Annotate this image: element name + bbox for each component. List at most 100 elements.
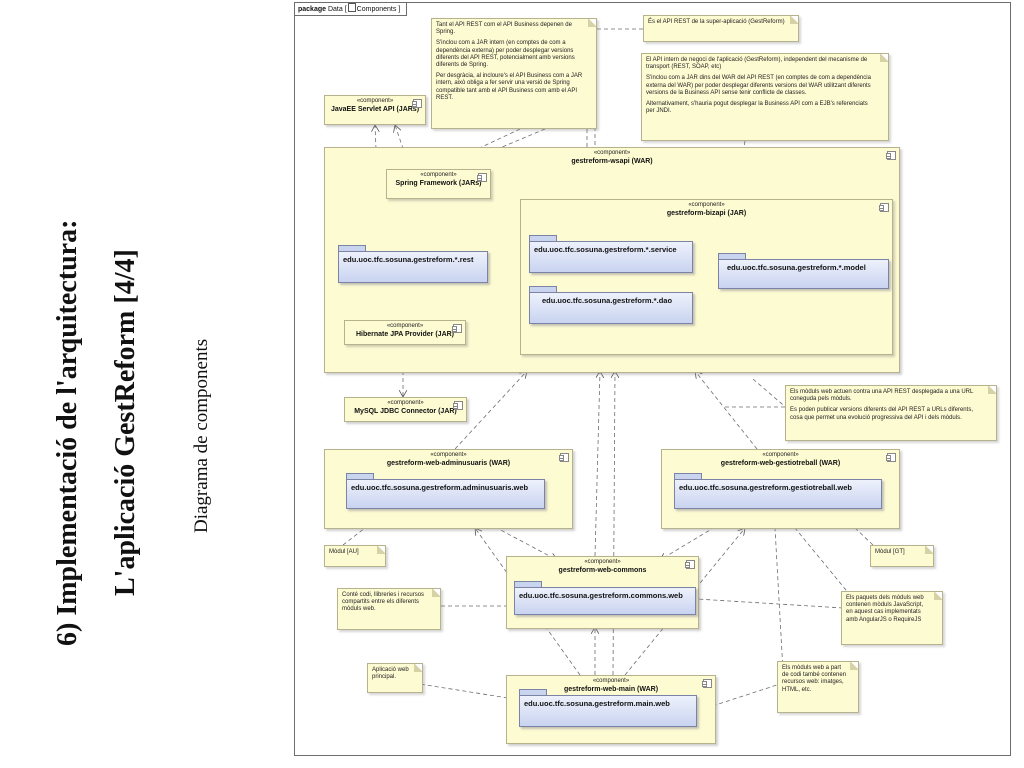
stereotype-label: «component» — [592, 678, 630, 684]
note-main: Aplicació web principal. — [367, 663, 423, 693]
component-icon — [685, 560, 695, 569]
package-body: edu.uoc.tfc.sosuna.gestreform.commons.we… — [514, 587, 696, 615]
slide-title-line2: L'aplicació GestReform [4/4] — [110, 249, 141, 596]
package-tab — [338, 245, 366, 252]
component-name: gestreform-web-gestiotreball (WAR) — [720, 460, 841, 467]
stereotype-label: «component» — [387, 400, 424, 406]
note-js-modules: Els paquets dels mòduls web contenen mòd… — [841, 591, 943, 645]
slide-subtitle: Diagrama de components — [191, 338, 212, 533]
package-service[interactable]: edu.uoc.tfc.sosuna.gestreform.*.service — [529, 235, 693, 273]
component-name: Hibernate JPA Provider (JAR) — [355, 331, 455, 338]
note-link-res-1 — [774, 527, 784, 672]
note-modul-gt-text: Mòdul [GT] — [875, 549, 905, 555]
package-body: edu.uoc.tfc.sosuna.gestreform.*.service — [529, 241, 693, 273]
component-name: gestreform-web-main (WAR) — [563, 686, 659, 693]
package-body: edu.uoc.tfc.sosuna.gestreform.gestiotreb… — [674, 479, 882, 509]
component-name: gestreform-bizapi (JAR) — [666, 210, 747, 217]
component-spring-framework[interactable]: «component» Spring Framework (JARs) — [386, 169, 491, 199]
package-name: edu.uoc.tfc.sosuna.gestreform.*.dao — [542, 296, 673, 305]
diagram-frame: package Data [Components ] — [294, 2, 1011, 756]
package-tab — [674, 473, 702, 480]
note-spring-p3: Per desgràcia, al incloure's el API Busi… — [436, 73, 583, 101]
stereotype-label: «component» — [430, 452, 467, 458]
component-icon — [702, 679, 712, 688]
component-name: Spring Framework (JARs) — [395, 180, 482, 187]
stereotype-label: «component» — [688, 202, 725, 208]
package-name: edu.uoc.tfc.sosuna.gestreform.gestiotreb… — [679, 483, 852, 492]
component-mysql[interactable]: «component» MySQL JDBC Connector (JAR) — [344, 397, 467, 422]
link-gestio-wsapi — [695, 371, 758, 450]
package-name: edu.uoc.tfc.sosuna.gestreform.main.web — [524, 699, 670, 708]
stereotype-label: «component» — [584, 559, 621, 565]
note-link-au — [342, 527, 366, 546]
package-tab — [529, 235, 557, 242]
package-body: edu.uoc.tfc.sosuna.gestreform.adminusuar… — [346, 479, 545, 509]
package-tab — [346, 473, 374, 480]
package-rest[interactable]: edu.uoc.tfc.sosuna.gestreform.*.rest — [338, 245, 488, 283]
package-tab — [718, 253, 746, 260]
package-adminusuaris[interactable]: edu.uoc.tfc.sosuna.gestreform.adminusuar… — [346, 473, 545, 509]
package-name: edu.uoc.tfc.sosuna.gestreform.commons.we… — [519, 591, 683, 600]
note-bizapi-p1: El API intern de negoci de l'aplicació (… — [646, 57, 868, 71]
note-resources-text: Els mòduls web a part de codi també cont… — [782, 665, 847, 693]
component-icon — [879, 203, 889, 212]
component-hibernate[interactable]: «component» Hibernate JPA Provider (JAR) — [344, 320, 466, 345]
component-icon — [412, 99, 422, 108]
note-modul-gt: Mòdul [GT] — [870, 545, 934, 567]
component-name: gestreform-web-commons — [558, 567, 647, 574]
component-icon — [886, 453, 896, 462]
frame-tab-diagram: Components — [356, 6, 397, 13]
link-commons-wsapi — [594, 371, 600, 557]
diagram-icon — [347, 3, 356, 12]
note-link-js-2 — [696, 598, 844, 609]
note-bizapi-p2: S'inclou com a JAR dins del WAR del API … — [646, 75, 871, 96]
stereotype-label: «component» — [386, 323, 424, 329]
package-body: edu.uoc.tfc.sosuna.gestreform.*.rest — [338, 251, 488, 283]
note-modul-au-text: Mòdul [AU] — [329, 549, 359, 555]
note-bizapi: El API intern de negoci de l'aplicació (… — [641, 53, 889, 141]
package-body: edu.uoc.tfc.sosuna.gestreform.*.dao — [529, 292, 693, 324]
component-icon — [559, 453, 569, 462]
component-name: JavaEE Servlet API (JARs) — [330, 106, 420, 113]
note-modul-au: Mòdul [AU] — [324, 545, 386, 567]
note-commons: Conté codi, llibreries i recursos compar… — [337, 588, 441, 630]
note-spring-p1: Tant el API REST com el API Business dep… — [436, 22, 572, 36]
package-model[interactable]: edu.uoc.tfc.sosuna.gestreform.*.model — [718, 253, 889, 289]
package-commons[interactable]: edu.uoc.tfc.sosuna.gestreform.commons.we… — [514, 581, 696, 615]
frame-name: Data — [327, 6, 343, 13]
stereotype-label: «component» — [762, 452, 799, 458]
slide-title-line1: 6) Implementació de l'arquitectura: — [52, 219, 83, 646]
note-superapp: És el API REST de la super-aplicació (Ge… — [643, 15, 799, 42]
package-body: edu.uoc.tfc.sosuna.gestreform.main.web — [519, 695, 697, 727]
package-name: edu.uoc.tfc.sosuna.gestreform.*.rest — [343, 255, 474, 264]
package-dao[interactable]: edu.uoc.tfc.sosuna.gestreform.*.dao — [529, 286, 693, 324]
note-spring-p2: S'inclou com a JAR intern (en comptes de… — [436, 40, 575, 69]
stereotype-label: «component» — [420, 172, 457, 178]
package-name: edu.uoc.tfc.sosuna.gestreform.*.service — [534, 245, 677, 254]
note-bizapi-p3: Alternativament, s'hauria pogut desplega… — [646, 101, 868, 115]
component-javaee-servlet[interactable]: «component» JavaEE Servlet API (JARs) — [324, 95, 426, 125]
stereotype-label: «component» — [593, 150, 631, 156]
package-name: edu.uoc.tfc.sosuna.gestreform.adminusuar… — [351, 483, 529, 492]
note-commons-text: Conté codi, llibreries i recursos compar… — [342, 592, 425, 613]
package-tab — [519, 689, 547, 696]
package-tab — [514, 581, 542, 588]
frame-tab: package Data [Components ] — [295, 3, 408, 16]
package-tab — [529, 286, 557, 293]
note-superapp-text: És el API REST de la super-aplicació (Ge… — [648, 19, 785, 25]
package-name: edu.uoc.tfc.sosuna.gestreform.*.model — [727, 263, 866, 272]
package-main[interactable]: edu.uoc.tfc.sosuna.gestreform.main.web — [519, 689, 697, 727]
package-body: edu.uoc.tfc.sosuna.gestreform.*.model — [718, 259, 889, 289]
package-gestiotreball[interactable]: edu.uoc.tfc.sosuna.gestreform.gestiotreb… — [674, 473, 882, 509]
note-main-text: Aplicació web principal. — [372, 667, 409, 681]
note-resources: Els mòduls web a part de codi també cont… — [777, 661, 859, 713]
stereotype-label: «component» — [356, 98, 394, 104]
note-link-gt — [854, 527, 874, 546]
component-icon — [477, 173, 487, 182]
frame-keyword: package — [298, 6, 327, 13]
note-webmodules: Els mòduls web actuen contra una API RES… — [785, 385, 997, 441]
note-spring: Tant el API REST com el API Business dep… — [431, 18, 597, 129]
component-name: MySQL JDBC Connector (JAR) — [354, 408, 457, 415]
component-icon — [886, 151, 896, 160]
note-webmodules-p2: Es poden publicar versions diferents del… — [790, 407, 973, 421]
